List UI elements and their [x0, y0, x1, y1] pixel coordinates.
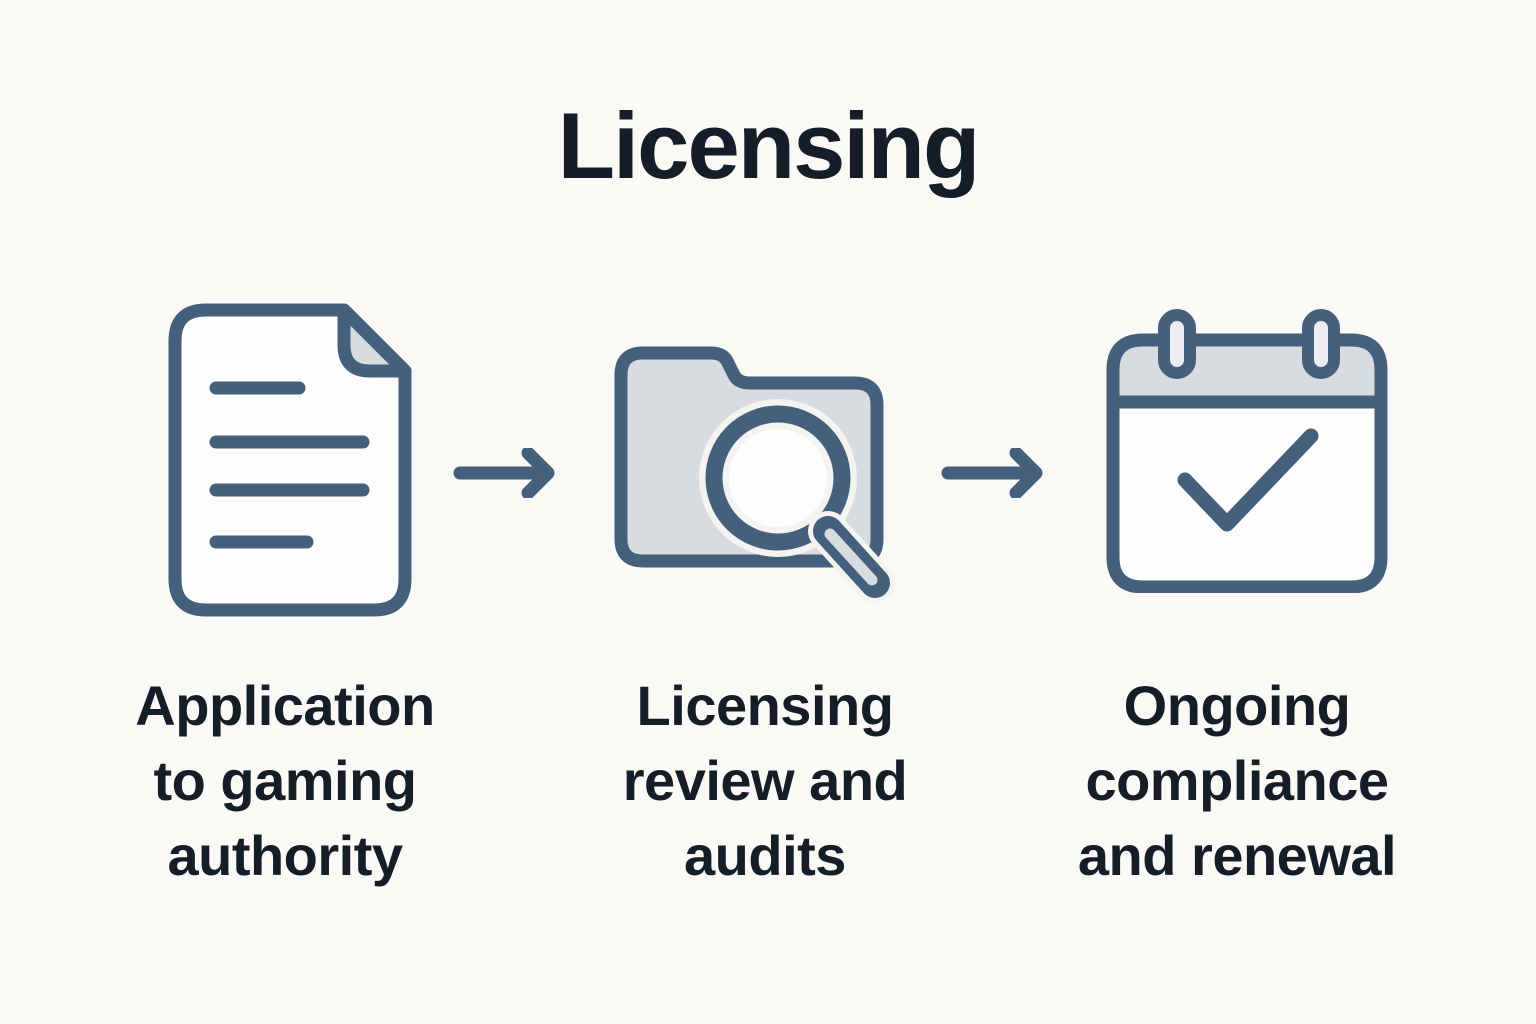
step-label-review: Licensing review and audits	[622, 674, 908, 888]
calendar-check-icon	[1105, 308, 1390, 593]
document-icon	[168, 303, 412, 617]
arrow-right-icon	[940, 448, 1044, 498]
step-label-application: Application to gaming authority	[135, 674, 435, 888]
arrow-right-icon	[452, 448, 556, 498]
folder-search-icon	[613, 345, 905, 617]
step-label-compliance: Ongoing compliance and renewal	[1077, 674, 1397, 888]
page-title: Licensing	[557, 93, 981, 198]
